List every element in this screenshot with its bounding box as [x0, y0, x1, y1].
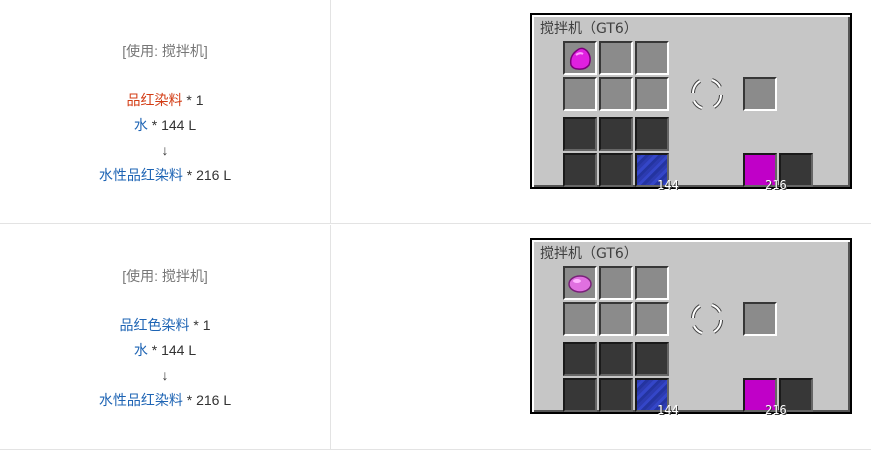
gui-title: 搅拌机（GT6）	[540, 21, 638, 37]
usage-label: [使用: 搅拌机]	[122, 43, 208, 59]
input-slot[interactable]	[599, 266, 633, 300]
column-divider	[330, 0, 331, 223]
input-item-link[interactable]: 品红染料	[126, 92, 183, 108]
output-line: 水性品红染料 * 216 L	[0, 166, 330, 184]
input-slot[interactable]	[635, 77, 669, 111]
input-slot[interactable]	[563, 302, 597, 336]
water-fluid-icon	[637, 380, 667, 410]
input-slot[interactable]	[599, 302, 633, 336]
input-slot[interactable]	[635, 41, 669, 75]
input-qty: * 144 L	[147, 342, 197, 358]
gui-title: 搅拌机（GT6）	[540, 246, 638, 262]
recipe-text: [使用: 搅拌机] 品红染料 * 1 水 * 144 L ↓ 水性品红染料 * …	[0, 0, 330, 223]
magenta-fluid-icon	[745, 155, 775, 185]
fluid-output-slot[interactable]	[779, 378, 813, 412]
input-slot[interactable]	[635, 302, 669, 336]
input-slot[interactable]	[599, 77, 633, 111]
output-slot[interactable]	[743, 77, 777, 111]
fluid-input-slot[interactable]	[563, 378, 597, 412]
input-slot[interactable]	[563, 77, 597, 111]
output-fluid-link[interactable]: 水性品红染料	[98, 392, 183, 408]
mixer-progress-icon	[691, 303, 723, 335]
output-qty: * 216 L	[182, 392, 232, 408]
recipe-row: [使用: 搅拌机] 品红色染料 * 1 水 * 144 L ↓ 水性品红染料 *…	[0, 225, 871, 450]
mixer-gui: 搅拌机（GT6） 144	[530, 13, 852, 192]
recipe-row: [使用: 搅拌机] 品红染料 * 1 水 * 144 L ↓ 水性品红染料 * …	[0, 0, 871, 224]
input-slot[interactable]	[563, 266, 597, 300]
input-slot[interactable]	[599, 41, 633, 75]
input-qty: * 1	[189, 317, 211, 333]
fluid-in-amount: 144	[657, 403, 679, 417]
input-qty: * 1	[182, 92, 204, 108]
recipe-text: [使用: 搅拌机] 品红色染料 * 1 水 * 144 L ↓ 水性品红染料 *…	[0, 225, 330, 449]
fluid-in-amount: 144	[657, 178, 679, 192]
magenta-dye-icon	[569, 47, 591, 70]
fluid-input-slot[interactable]	[599, 342, 633, 376]
input-line-2: 水 * 144 L	[0, 341, 330, 359]
down-arrow: ↓	[161, 142, 169, 158]
input-fluid-link[interactable]: 水	[133, 117, 148, 133]
fluid-output-slot[interactable]	[779, 153, 813, 187]
fluid-input-slot[interactable]	[563, 342, 597, 376]
output-line: 水性品红染料 * 216 L	[0, 391, 330, 409]
column-divider	[330, 225, 331, 449]
magenta-fluid-icon	[745, 380, 775, 410]
input-line-1: 品红色染料 * 1	[0, 316, 330, 334]
fluid-input-slot[interactable]	[599, 153, 633, 187]
fluid-output-slot[interactable]	[743, 153, 777, 187]
fluid-output-slot[interactable]	[743, 378, 777, 412]
input-line-2: 水 * 144 L	[0, 116, 330, 134]
fluid-input-slot[interactable]	[635, 117, 669, 151]
water-fluid-icon	[637, 155, 667, 185]
output-qty: * 216 L	[182, 167, 232, 183]
input-slot[interactable]	[635, 266, 669, 300]
usage-label: [使用: 搅拌机]	[122, 268, 208, 284]
input-slot[interactable]	[563, 41, 597, 75]
fluid-input-slot[interactable]	[635, 342, 669, 376]
down-arrow: ↓	[161, 367, 169, 383]
fluid-out-amount: 216	[765, 178, 787, 192]
fluid-out-amount: 216	[765, 403, 787, 417]
output-slot[interactable]	[743, 302, 777, 336]
output-fluid-link[interactable]: 水性品红染料	[98, 167, 183, 183]
fluid-input-slot[interactable]	[599, 378, 633, 412]
fluid-input-slot[interactable]	[599, 117, 633, 151]
mixer-gui: 搅拌机（GT6） 144	[530, 238, 852, 417]
input-fluid-link[interactable]: 水	[133, 342, 148, 358]
input-line-1: 品红染料 * 1	[0, 91, 330, 109]
fluid-input-slot[interactable]	[563, 153, 597, 187]
fluid-input-slot[interactable]	[635, 378, 669, 412]
fluid-input-slot[interactable]	[563, 117, 597, 151]
fluid-input-slot[interactable]	[635, 153, 669, 187]
input-item-link[interactable]: 品红色染料	[119, 317, 190, 333]
input-qty: * 144 L	[147, 117, 197, 133]
magenta-dye-ball-icon	[568, 275, 592, 293]
mixer-progress-icon	[691, 78, 723, 110]
